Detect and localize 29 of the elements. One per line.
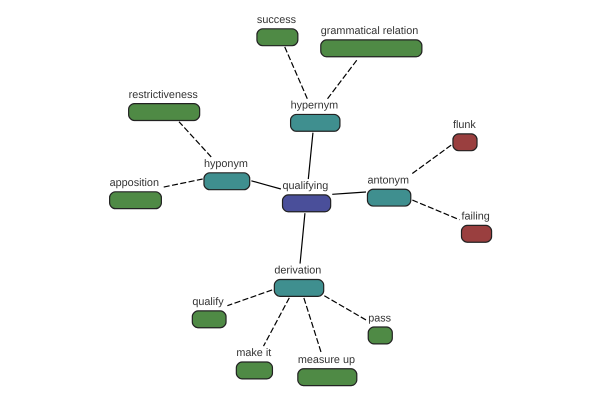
connector xyxy=(162,178,203,188)
node-label: derivation xyxy=(274,264,322,277)
connector xyxy=(412,144,452,174)
node-label: qualifying xyxy=(282,180,328,192)
node-label: pass xyxy=(368,312,392,324)
node-label: hypernym xyxy=(290,100,338,112)
connector xyxy=(332,191,366,195)
connector xyxy=(324,295,367,321)
node-label: failing xyxy=(461,210,490,223)
connector xyxy=(327,58,359,100)
node-label: make it xyxy=(236,347,272,360)
connector xyxy=(178,121,212,158)
node-label: success xyxy=(256,14,296,26)
node-label: grammatical relation xyxy=(320,25,418,38)
connector xyxy=(299,213,306,264)
node-label: apposition xyxy=(110,177,159,190)
node-label: qualify xyxy=(192,296,224,308)
node-label: flunk xyxy=(452,119,476,132)
connector xyxy=(412,200,460,220)
connector xyxy=(227,289,272,306)
connector xyxy=(308,132,314,180)
connector xyxy=(251,180,282,190)
node-label: restrictiveness xyxy=(128,88,198,101)
connector xyxy=(284,46,308,99)
node-label: antonym xyxy=(367,174,409,186)
connector xyxy=(303,298,322,354)
node-label: measure up xyxy=(298,354,356,366)
node-label: hyponym xyxy=(204,158,248,170)
connector xyxy=(262,298,290,346)
